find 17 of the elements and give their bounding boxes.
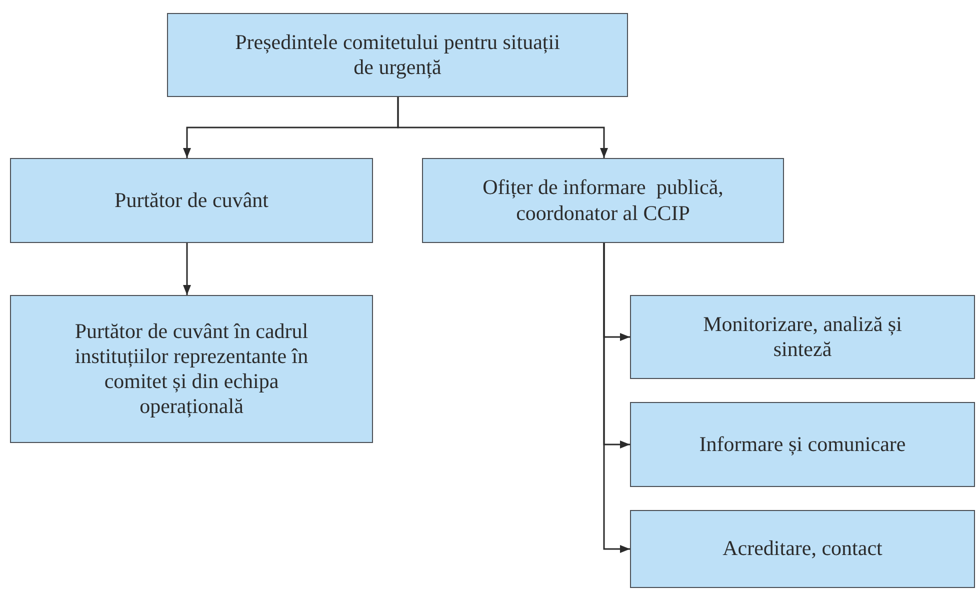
org-box [630,510,975,588]
box-label: Purtător de cuvânt [114,188,268,214]
org-box [630,295,975,379]
org-box [167,13,628,97]
box-label: Informare și comunicare [699,432,906,458]
org-box [422,158,784,243]
org-box [630,402,975,487]
org-box [10,295,373,443]
connector-arrow [397,97,608,158]
box-label: Purtător de cuvânt în cadrul instituțiilor reprezentante în comitet și din echipa operațională [74,318,310,420]
box-label: Monitorizare, analiză și sinteză [702,312,903,362]
connector-arrow [183,243,191,295]
box-label: Acreditare, contact [722,536,882,562]
connector-arrow [603,243,630,553]
box-label: Președintele comitetului pentru situații de urgență [234,30,561,80]
org-box [10,158,373,243]
box-label: Ofițer de informare publică, coordonator al CCIP [482,175,724,226]
